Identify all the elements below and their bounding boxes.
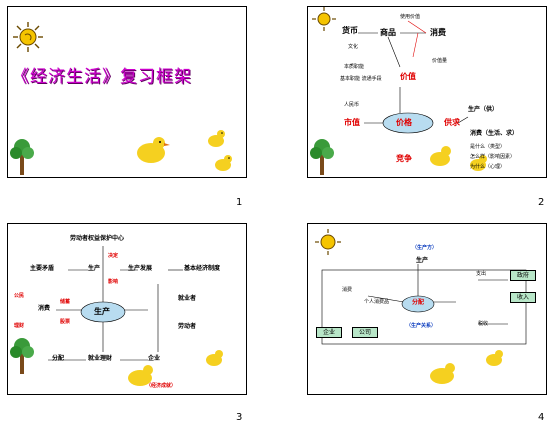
node-fenpei: 分配 xyxy=(412,299,425,306)
node-xiaofei: 消费 xyxy=(430,28,446,37)
page-number: 4 xyxy=(538,412,545,423)
node-jiage: 价格 xyxy=(396,118,412,127)
node-shengchan: 生产（供） xyxy=(468,106,499,113)
box-gongsi: 公司 xyxy=(352,327,378,338)
node-jiuye: 就业者 xyxy=(178,295,197,302)
node-zhuyao: 主要矛盾 xyxy=(30,265,55,272)
node-laodong: 劳动者 xyxy=(178,323,197,330)
node-shengchan: 生产 xyxy=(416,257,429,264)
label-wenhua: 文化 xyxy=(348,44,359,50)
node-zhichu: 支出 xyxy=(476,271,487,277)
node-xiaofei: 消费 xyxy=(342,287,353,293)
node-shengchanfu: （生产关系） xyxy=(406,323,437,329)
box-shouru: 收入 xyxy=(510,292,536,303)
slide-1-decor xyxy=(10,22,232,175)
node-gongqiu: 供求 xyxy=(444,118,460,127)
node-fenjie: 分配 xyxy=(52,355,65,362)
duck-icon xyxy=(215,155,232,171)
node-shiyong: 使用价值 xyxy=(400,14,421,20)
duck-icon xyxy=(430,363,455,384)
node-top: 劳动者权益保护中心 xyxy=(70,235,125,242)
duck-icon xyxy=(137,137,170,163)
red-label: 股票 xyxy=(60,319,71,325)
label-small-left: 基本职能 流通手段 xyxy=(340,76,382,82)
node-xiaofei2: 消费（生活、求） xyxy=(470,130,519,137)
node-jinzhan: 就业理财 xyxy=(88,355,113,362)
slide-2[interactable]: 货币 商品 消费 使用价值 价值 价格 市值 供求 竞争 生产（供） 消费（生活… xyxy=(307,6,547,178)
red-label: 理财 xyxy=(14,323,25,329)
duck-icon xyxy=(208,130,225,147)
duck-icon xyxy=(470,155,487,171)
slide-3-diagram xyxy=(10,246,223,386)
node-shangpin: 商品 xyxy=(380,28,396,37)
label-small-bottom: 为什么（心理） xyxy=(470,164,506,170)
label-small-right: 价值量 xyxy=(432,58,448,64)
node-shengchan: 生产 xyxy=(88,265,101,272)
red-label: 公民 xyxy=(14,293,25,299)
node-shengchanfazhan: 生产发展 xyxy=(128,265,153,272)
node-shengchan-center: 生产 xyxy=(94,307,110,316)
slide-3[interactable]: 劳动者权益保护中心 主要矛盾 生产 生产发展 基本经济制度 消费 生产 就业者 … xyxy=(7,223,247,395)
label-small-bottom: 是什么（类型） xyxy=(470,144,506,150)
slide-1[interactable]: 《经济生活》复习框架 xyxy=(7,6,247,178)
node-jiben: 基本经济制度 xyxy=(184,265,221,272)
box-qiye: 企业 xyxy=(316,327,342,338)
label-small-left: 本质职能 xyxy=(344,64,365,70)
node-qiye: 企业 xyxy=(148,355,161,362)
node-bottom-red: （经济成就） xyxy=(146,383,177,389)
duck-icon xyxy=(128,365,153,386)
duck-icon xyxy=(206,350,223,366)
slide-title: 《经济生活》复习框架 xyxy=(12,67,192,87)
slide-2-diagram xyxy=(310,7,487,175)
duck-icon xyxy=(430,146,451,166)
duck-icon xyxy=(486,350,503,366)
tree-icon xyxy=(10,139,34,175)
node-top: （生产方） xyxy=(412,245,438,251)
tree-icon xyxy=(310,139,334,175)
tree-icon xyxy=(10,338,34,374)
node-shuishou: 税收 xyxy=(478,321,489,327)
slide-4[interactable]: （生产方） 生产 分配 （生产关系） 消费 个人消费品 支出 税收 政府 收入 … xyxy=(307,223,547,395)
sun-icon xyxy=(315,229,341,255)
node-huobi: 货币 xyxy=(342,26,358,35)
page-number: 2 xyxy=(538,197,545,208)
page-number: 1 xyxy=(236,197,243,208)
sun-icon xyxy=(312,7,336,31)
node-xiaofei: 消费 xyxy=(38,305,51,312)
label-small-left: 人民币 xyxy=(344,102,360,108)
sun-icon xyxy=(13,22,43,52)
slide-4-diagram xyxy=(315,229,527,384)
node-jingzheng: 竞争 xyxy=(396,154,412,163)
page-number: 3 xyxy=(236,412,243,423)
label-small-bottom: 怎么样（影响因素） xyxy=(470,154,516,160)
box-zhengfu: 政府 xyxy=(510,270,536,281)
red-label: 影响 xyxy=(108,279,119,285)
node-geren: 个人消费品 xyxy=(364,299,390,305)
red-label: 储蓄 xyxy=(60,299,71,305)
red-label: 决定 xyxy=(108,253,119,259)
node-jiazhi: 价值 xyxy=(400,72,416,81)
node-shichang: 市值 xyxy=(344,118,360,127)
